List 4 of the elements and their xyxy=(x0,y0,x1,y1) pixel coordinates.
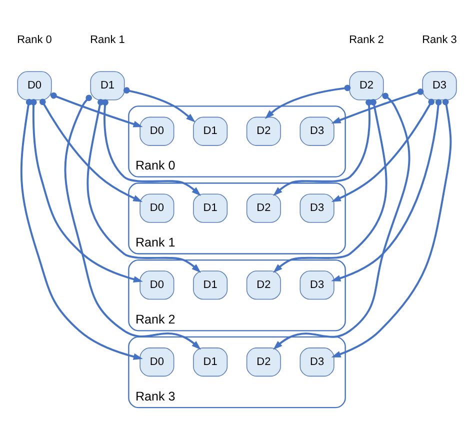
node-label: Rank 0 xyxy=(17,34,52,46)
node-label: Rank 3 xyxy=(422,34,457,46)
node-label: Rank 1 xyxy=(90,34,125,46)
node-label: Rank 2 xyxy=(349,34,384,46)
